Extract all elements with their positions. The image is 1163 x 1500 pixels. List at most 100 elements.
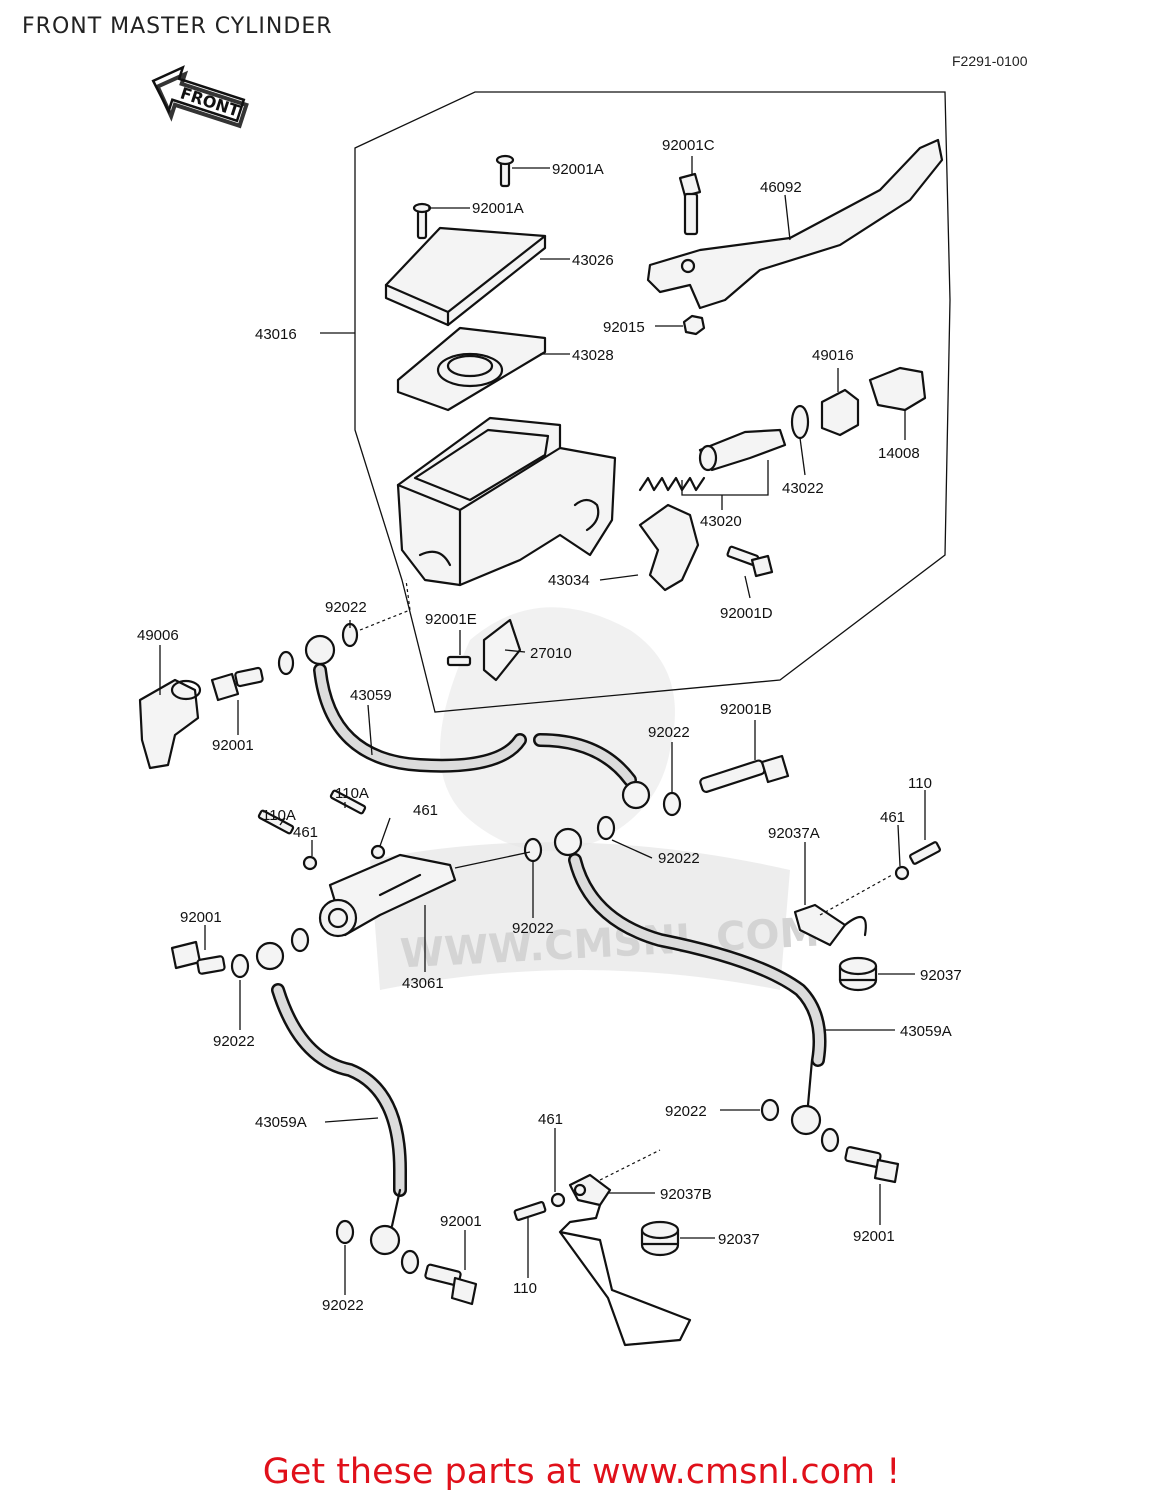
washer-top-a <box>277 650 295 676</box>
label-43026: 43026 <box>572 252 614 269</box>
label-92037B: 92037B <box>660 1186 712 1203</box>
watermark: WWW.CMSNL.COM <box>370 607 820 990</box>
label-49016: 49016 <box>812 347 854 364</box>
leader-lines <box>159 156 926 1295</box>
washer-461-b <box>370 844 386 860</box>
assembly-outline <box>354 91 951 713</box>
label-110A-b: 110A <box>335 785 369 802</box>
label-92037-b: 92037 <box>718 1231 760 1248</box>
banjo-mid <box>553 827 583 857</box>
label-43028: 43028 <box>572 347 614 364</box>
label-461-a: 461 <box>293 824 318 841</box>
washer-92022-cc <box>596 815 616 841</box>
label-43061: 43061 <box>402 975 444 992</box>
label-92022-c: 92022 <box>658 850 700 867</box>
footer-link[interactable]: Get these parts at www.cmsnl.com ! <box>262 1452 901 1492</box>
label-92015: 92015 <box>603 319 645 336</box>
bolt-110-461-right <box>894 841 941 881</box>
grommet-92037-b <box>640 1220 680 1257</box>
label-92001C: 92001C <box>662 137 715 154</box>
diaphragm <box>396 326 547 412</box>
page-title: FRONT MASTER CYLINDER <box>22 14 333 39</box>
nut-92015 <box>682 314 706 336</box>
label-92001E: 92001E <box>425 611 477 628</box>
label-43016: 43016 <box>255 326 297 343</box>
clip-92037A <box>793 903 847 947</box>
label-92022-d: 92022 <box>512 920 554 937</box>
banjo-bolt-92001-low <box>424 1263 478 1306</box>
label-92022-f: 92022 <box>665 1103 707 1120</box>
label-92022-g: 92022 <box>322 1297 364 1314</box>
washer-92022-e <box>760 1098 780 1122</box>
washer-92022-b <box>662 791 682 817</box>
bolt-110-low <box>513 1201 547 1221</box>
label-14008: 14008 <box>878 445 920 462</box>
part-labels: 92001A 92001C 92001A 46092 43026 43016 9… <box>137 137 962 1314</box>
banjo-bolt-92001-top <box>210 666 264 702</box>
label-110-b: 110 <box>513 1280 537 1297</box>
label-27010: 27010 <box>530 645 572 662</box>
screw-92001A-mid <box>412 202 432 240</box>
cover-14008 <box>868 366 927 412</box>
piston-assembly <box>638 428 787 492</box>
diagram-code: F2291-0100 <box>952 53 1028 69</box>
brake-lever <box>646 138 944 310</box>
washer-43022 <box>790 404 810 440</box>
washer-461-a <box>302 855 318 871</box>
label-461-d: 461 <box>538 1111 563 1128</box>
bolt-110A-a <box>257 809 295 835</box>
label-92001-a: 92001 <box>212 737 254 754</box>
bolt-110A-b <box>329 789 367 815</box>
label-43020: 43020 <box>700 513 742 530</box>
label-92001A-mid: 92001A <box>472 200 524 217</box>
reservoir-cap <box>384 226 547 327</box>
grommet-92037-a <box>838 956 878 992</box>
label-43022: 43022 <box>782 480 824 497</box>
label-92001A-top: 92001A <box>552 161 604 178</box>
label-43059A-a: 43059A <box>900 1023 952 1040</box>
cap-49006 <box>138 678 200 770</box>
label-110-a: 110 <box>908 775 932 792</box>
screw-92001A-top <box>495 154 515 188</box>
label-92022-a: 92022 <box>325 599 367 616</box>
switch-27010 <box>482 618 522 682</box>
label-92001-b: 92001 <box>180 909 222 926</box>
label-43059A-b: 43059A <box>255 1114 307 1131</box>
banjo-left <box>255 941 285 971</box>
front-arrow-icon: FRONT <box>151 65 249 129</box>
washer-joint <box>290 927 310 953</box>
washer-92022-c <box>523 837 543 863</box>
washer-92022-g <box>335 1219 355 1245</box>
washer-left-low <box>400 1249 420 1275</box>
master-cylinder-body <box>396 416 617 587</box>
label-49006: 49006 <box>137 627 179 644</box>
washer-right-low <box>820 1127 840 1153</box>
label-110A-a: 110A <box>262 807 296 824</box>
label-92001D: 92001D <box>720 605 773 622</box>
boot-49016 <box>820 388 860 437</box>
washer-92022-d <box>230 953 250 979</box>
label-92037A: 92037A <box>768 825 820 842</box>
screw-92001E <box>446 655 472 667</box>
banjo-bolt-92001B <box>699 754 790 793</box>
label-46092: 46092 <box>760 179 802 196</box>
label-92022-e: 92022 <box>213 1033 255 1050</box>
joint-43061 <box>318 853 457 938</box>
label-461-c: 461 <box>880 809 905 826</box>
label-92001B: 92001B <box>720 701 772 718</box>
label-92001-d: 92001 <box>853 1228 895 1245</box>
label-43034: 43034 <box>548 572 590 589</box>
bolt-92001D <box>726 545 774 578</box>
washer-461-d <box>550 1192 566 1208</box>
label-92022-b: 92022 <box>648 724 690 741</box>
banjo-bolt-92001-right <box>844 1146 900 1184</box>
label-461-b: 461 <box>413 802 438 819</box>
label-43059: 43059 <box>350 687 392 704</box>
banjo-top <box>304 634 336 666</box>
bracket-92037B <box>558 1149 692 1347</box>
clamp-43034 <box>638 503 700 592</box>
banjo-bolt-92001-left <box>170 940 226 975</box>
label-92037-a: 92037 <box>920 967 962 984</box>
pivot-bolt-92001C <box>678 172 702 236</box>
